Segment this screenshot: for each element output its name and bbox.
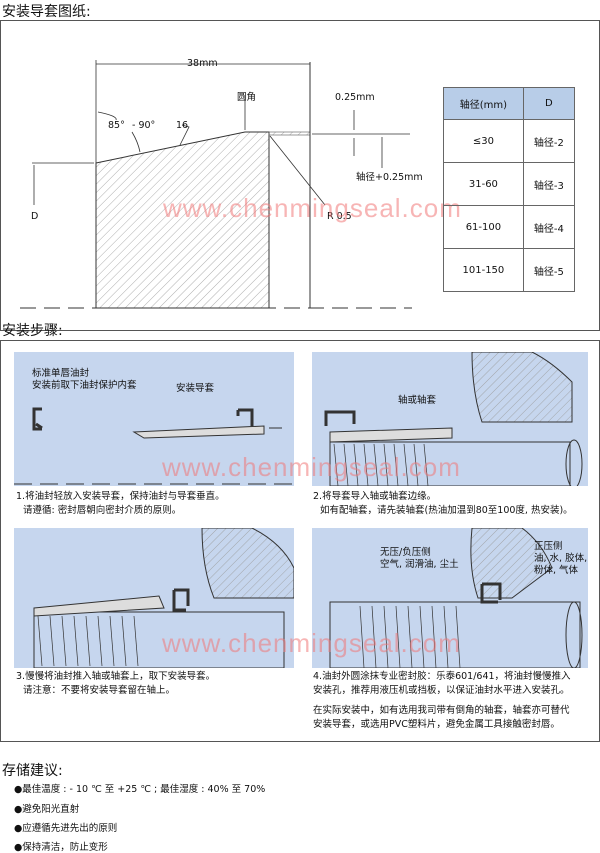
step3-panel <box>14 528 294 668</box>
angle-b: - 90° <box>132 120 156 131</box>
guide-drawing <box>20 60 412 309</box>
caption-line: 如有配轴套，请先装轴套(热油加温到80至100度, 热安装)。 <box>320 505 573 516</box>
slope-label: 16 <box>176 120 189 131</box>
drawing-title: 安装导套图纸: <box>2 4 91 20</box>
step1-caption: 1.将油封轻放入安装导套，保持油封与导套垂直。请遵循: 密封唇朝向密封介质的原则… <box>16 490 225 518</box>
step4-caption: 4.油封外圆涂抹专业密封胶：乐泰601/641，将油封慢慢推入安装孔，推荐用液压… <box>313 670 571 732</box>
step3-caption: 3.慢慢将油封推入轴或轴套上，取下安装导套。请注意：不要将安装导套留在轴上。 <box>16 670 215 698</box>
caption-line: 安装孔，推荐用液压机或挡板，以保证油封水平进入安装孔。 <box>313 685 570 696</box>
angle-a: 85° <box>108 120 125 131</box>
cell: 61-100 <box>443 205 524 249</box>
storage-item: ●最佳温度 : - 10 ℃ 至 +25 ℃ ; 最佳湿度 : 40% 至 70… <box>14 784 266 795</box>
header-d: D <box>522 87 576 120</box>
low-pressure-label: 无压/负压侧 <box>380 547 431 558</box>
caption-line: 1.将油封轻放入安装导套，保持油封与导套垂直。 <box>16 491 225 502</box>
radius-label: R 0.5 <box>327 211 352 222</box>
step1-illustration <box>14 407 294 485</box>
cell: 轴径-3 <box>522 162 576 206</box>
step2-caption: 2.将导套导入轴或轴套边缘。如有配轴套，请先装轴套(热油加温到80至100度, … <box>313 490 573 518</box>
cell: ≤30 <box>443 119 524 163</box>
high-pressure-label: 正压侧 <box>534 541 563 552</box>
high-pressure-media: 油, 水, 胶体, <box>534 553 588 564</box>
step4-illustration <box>329 528 583 668</box>
step4-panel: 无压/负压侧 空气, 润滑油, 尘土 正压侧 油, 水, 胶体, 粉体, 气体 <box>312 528 588 668</box>
watermark: www.chenmingseal.com <box>163 193 462 223</box>
cell: 轴径-4 <box>522 205 576 249</box>
dim-length: 38mm <box>187 58 218 69</box>
caption-line: 请遵循: 密封唇朝向密封介质的原则。 <box>23 505 182 516</box>
storage-item: ●避免阳光直射 <box>14 804 80 815</box>
shaft-label: 轴或轴套 <box>398 395 437 406</box>
storage-item: ●保持清洁，防止变形 <box>14 842 108 853</box>
gap-label: 0.25mm <box>335 92 375 103</box>
high-pressure-media-2: 粉体, 气体 <box>534 565 579 576</box>
step3-illustration <box>33 528 294 668</box>
step1-panel: 标准单唇油封 安装前取下油封保护内套 安装导套 <box>14 352 294 486</box>
guide-label: 安装导套 <box>176 383 215 394</box>
seal-label-2: 安装前取下油封保护内套 <box>32 380 137 391</box>
header-shaft: 轴径(mm) <box>443 87 524 120</box>
shaft-plus-label: 轴径+0.25mm <box>356 172 423 183</box>
note-line: 在实际安装中，如有选用我司带有倒角的轴套，轴套亦可替代 <box>313 705 570 716</box>
watermark: www.chenmingseal.com <box>162 628 461 658</box>
storage-item: ●应遵循先进先出的原则 <box>14 823 118 834</box>
steps-title: 安装步骤: <box>2 323 63 339</box>
caption-line: 2.将导套导入轴或轴套边缘。 <box>313 491 437 502</box>
step2-panel: 轴或轴套 <box>312 352 588 486</box>
note-line: 安装导套，或选用PVC塑料片，避免金属工具接触密封唇。 <box>313 719 560 730</box>
caption-line: 4.油封外圆涂抹专业密封胶：乐泰601/641，将油封慢慢推入 <box>313 671 571 682</box>
seal-label: 标准单唇油封 <box>32 368 90 379</box>
caption-line: 3.慢慢将油封推入轴或轴套上，取下安装导套。 <box>16 671 216 682</box>
round-corner-label: 圆角 <box>237 92 257 103</box>
low-pressure-media: 空气, 润滑油, 尘土 <box>380 559 459 570</box>
caption-line: 请注意：不要将安装导套留在轴上。 <box>23 685 176 696</box>
cell: 轴径-2 <box>522 119 576 163</box>
d-label: D <box>31 211 39 222</box>
watermark: www.chenmingseal.com <box>162 452 461 482</box>
cell: 轴径-5 <box>522 248 576 292</box>
drawing-box: 38mm 圆角 85° - 90° 16 0.25mm 轴径+0.25mm R … <box>0 20 600 331</box>
step2-illustration <box>324 352 583 486</box>
storage-title: 存储建议: <box>2 763 63 779</box>
cell: 101-150 <box>443 248 524 292</box>
cell: 31-60 <box>443 162 524 206</box>
